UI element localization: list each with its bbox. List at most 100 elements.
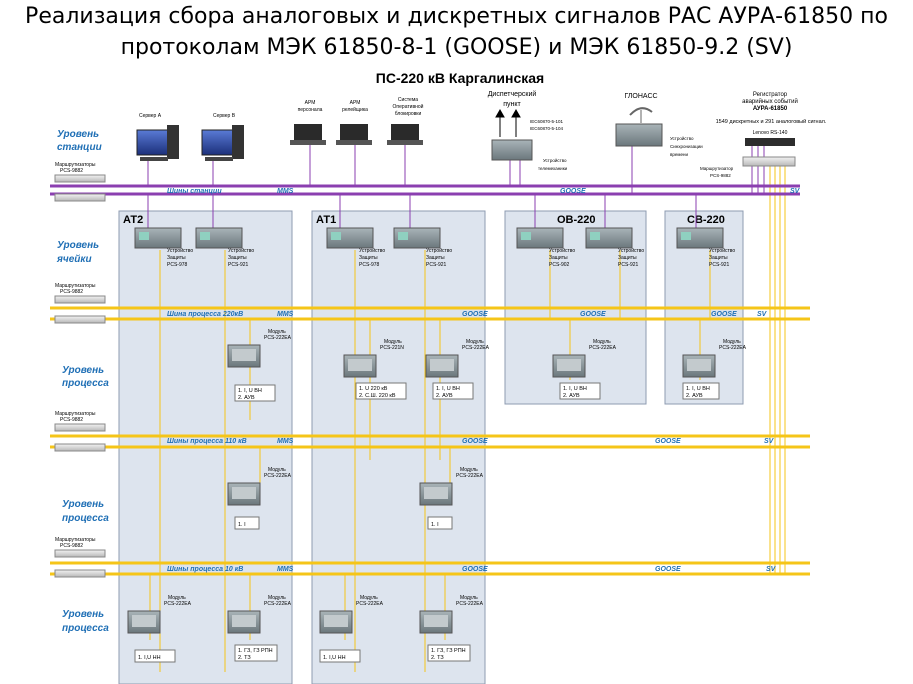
oper-block-label-1: Система [398,97,418,103]
glonass-sync: ГЛОНАСС Устройство Синхронизации времени [615,93,703,157]
bus220-goose-label-1: GOOSE [462,311,488,318]
bus110-goose-label-2: GOOSE [655,438,681,445]
oper-block-label-3: блокировки [395,111,422,117]
sync-label-3: времени [670,152,688,157]
signal-text-6: 1. I [431,522,439,528]
bus110-sv-label: SV [764,438,775,445]
protection-label-at2_a-2: Защиты [167,255,186,261]
module-label-1-1: Модуль [384,339,402,345]
protection-label-ov_b-3: PCS-921 [618,262,639,268]
oper-block-label-2: Оперативной [393,103,424,110]
bay-ov220-label: ОВ-220 [557,214,596,226]
telemech-label-2: телемеханики [538,166,568,171]
bus220-sv-label: SV [757,311,768,318]
bus220-label: Шина процесса 220кВ [167,311,243,318]
level-process2-2: процесса [62,513,109,524]
station-bus-label: Шины станции [167,188,222,195]
module-label-8-2: PCS-222EA [264,601,292,607]
module-label-1-2: PCS-221N [380,345,404,351]
station-bus [50,184,800,196]
signal-box-8 [234,644,278,662]
signal-text-10-1: 1. ГЗ, ГЗ РПН [431,648,466,654]
level-process1-2: процесса [62,378,109,389]
module-label-7-2: PCS-222EA [164,601,192,607]
router-left-label-3-1: Маршрутизаторы [55,537,96,543]
signal-text-2-2: 2. АУВ [436,393,453,399]
module-label-0-2: PCS-222EA [264,335,292,341]
arm-relay-label-2: релейщика [342,106,368,113]
bus220-goose-label-3: GOOSE [711,311,737,318]
router-left-2-a [54,423,106,432]
module-label-9-1: Модуль [360,595,378,601]
router-left-1-a [54,295,106,304]
oper-block-system: Система Оперативной блокировки [387,97,424,145]
level-station-2: станции [57,142,102,153]
signal-text-2-1: 1. I, U ВН [436,386,460,392]
signal-text-4-2: 2. АУВ [686,393,703,399]
registrar-note: 1549 дискретных и 291 аналоговый сигнал. [716,118,827,125]
arm-relay-label-1: АРМ [350,100,361,106]
bay-sv220-label: СВ-220 [687,214,725,226]
signal-box-9 [319,649,361,663]
router-left-0-a [54,174,106,183]
signal-text-5: 1. I [238,522,246,528]
signal-box-4 [682,382,720,400]
server-b: Сервер В [201,113,244,161]
server-b-label: Сервер В [213,113,236,119]
protection-label-at2_b-2: Защиты [228,255,247,261]
level-cell-1: Уровень [57,240,99,251]
registrar: Регистратор аварийных событий АУРА-61850… [700,92,827,178]
telemech-device [491,139,533,161]
iec101-label: IEC60870-5-101 [530,119,564,124]
router-left-label-0-2: PCS-9882 [60,168,83,174]
process-bus-220 [50,306,810,321]
bus220-mms-label: MMS [277,311,294,318]
module-label-2-1: Модуль [466,339,484,345]
bus110-label: Шины процесса 110 кВ [167,438,247,445]
router-right-label-2: PCS-9882 [710,173,731,178]
module-label-5-2: PCS-222EA [264,473,292,479]
registrar-label-3: АУРА-61850 [753,106,788,112]
protection-label-at1_b-1: Устройство [426,247,452,254]
glonass-label: ГЛОНАСС [624,93,657,100]
signal-text-8-2: 2. ТЗ [238,655,251,661]
module-label-4-1: Модуль [723,339,741,345]
module-label-10-1: Модуль [460,595,478,601]
arm-personnel-label-2: персонала [298,107,323,113]
signal-text-0-1: 1. I, U ВН [238,388,262,394]
telemech-label-1: Устройство [543,157,567,163]
module-label-2-2: PCS-222EA [462,345,490,351]
registrar-router [742,156,796,167]
signal-text-4-1: 1. I, U ВН [686,386,710,392]
station-sv-label: SV [790,188,801,195]
signal-text-7: 1. I,U НН [138,655,161,661]
bus10-goose-label-2: GOOSE [655,566,681,573]
module-label-6-2: PCS-222EA [456,473,484,479]
protection-label-at2_a-1: Устройство [167,247,193,254]
registrar-label-2: аварийных событий [742,98,798,105]
protection-label-ov_a-1: Устройство [549,247,575,254]
protection-label-ov_a-3: PCS-902 [549,262,570,268]
protection-label-ov_b-1: Устройство [618,247,644,254]
signal-text-1-2: 2. С.Ш. 220 кВ [359,393,396,399]
router-left-0-b [54,193,106,202]
bus10-mms-label: MMS [277,566,294,573]
main-title-line2: протоколам МЭК 61850-8-1 (GOOSE) и МЭК 6… [120,35,793,60]
protection-label-sv_a-3: PCS-921 [709,262,730,268]
server-a-label: Сервер А [139,113,162,119]
signal-text-0-2: 2. АУВ [238,395,255,401]
router-left-3-b [54,569,106,578]
